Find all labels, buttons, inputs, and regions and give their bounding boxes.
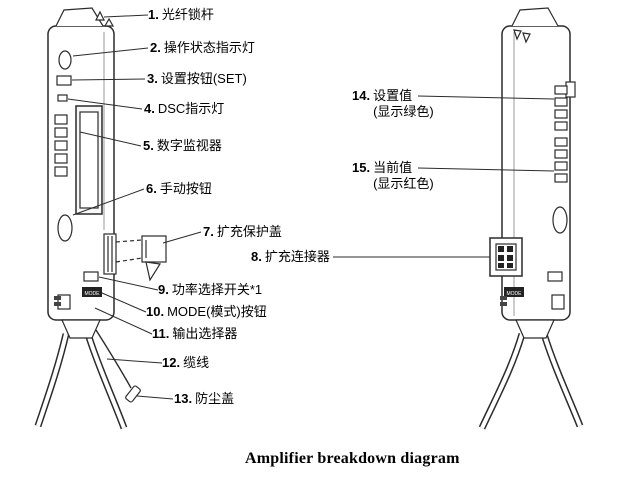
callout-15: 15.当前值 (显示红色) bbox=[352, 160, 434, 192]
left-amplifier-illustration: MODE bbox=[34, 7, 141, 430]
leader-line-2 bbox=[72, 47, 149, 57]
side-expansion-connector bbox=[103, 233, 117, 275]
mode-button bbox=[82, 287, 102, 297]
callout-8: 8.扩充连接器 bbox=[251, 249, 330, 265]
dsc-indicator bbox=[57, 94, 68, 102]
callout-number: 6. bbox=[146, 181, 157, 196]
digital-monitor-segments bbox=[54, 114, 68, 177]
callout-number: 12. bbox=[162, 355, 181, 370]
leader-line-15 bbox=[417, 167, 555, 172]
callout-text: 操作状态指示灯 bbox=[163, 40, 255, 55]
callout-text: 数字监视器 bbox=[156, 138, 222, 153]
diagram-caption: Amplifier breakdown diagram bbox=[245, 450, 460, 467]
left-cable-gland bbox=[61, 319, 101, 339]
setting-value-display bbox=[554, 85, 568, 131]
callout-text: 输出选择器 bbox=[172, 326, 238, 341]
callout-number: 15. bbox=[352, 160, 371, 175]
callout-number: 2. bbox=[150, 40, 161, 55]
callout-text: 设置按钮(SET) bbox=[160, 71, 247, 86]
leader-line-10 bbox=[101, 292, 147, 313]
callout-text: DSC指示灯 bbox=[157, 101, 225, 116]
callout-text: 防尘盖 bbox=[195, 391, 235, 406]
lock-lever-arrow-icon bbox=[513, 29, 522, 41]
callout-number: 13. bbox=[174, 391, 193, 406]
right-cables bbox=[478, 332, 584, 430]
callout-number: 9. bbox=[158, 282, 169, 297]
mode-button bbox=[504, 287, 524, 297]
leader-line-7 bbox=[162, 231, 202, 244]
callout-number: 1. bbox=[148, 7, 159, 22]
callout-number: 8. bbox=[251, 249, 262, 264]
callout-3: 3.设置按钮(SET) bbox=[147, 71, 247, 87]
left-cables bbox=[34, 332, 128, 430]
current-value-display bbox=[554, 137, 568, 183]
callout-text: 光纤锁杆 bbox=[161, 7, 214, 22]
callout-text: MODE(模式)按钮 bbox=[167, 304, 267, 319]
leader-line-5 bbox=[79, 131, 142, 147]
expansion-protective-cover bbox=[115, 235, 167, 282]
fiber-cable bbox=[95, 329, 132, 389]
leader-line-1 bbox=[103, 14, 149, 18]
lock-lever-arrow-icon bbox=[103, 17, 115, 27]
leader-line-6 bbox=[72, 188, 145, 216]
callout-text: 手动按钮 bbox=[159, 181, 212, 196]
leader-line-14 bbox=[417, 95, 555, 100]
callout-number: 10. bbox=[146, 304, 165, 319]
power-selection-switch bbox=[547, 271, 563, 282]
lock-lever-arrow-icon bbox=[522, 32, 531, 44]
callout-number: 14. bbox=[352, 88, 371, 103]
callout-6: 6.手动按钮 bbox=[146, 181, 212, 197]
dust-cover bbox=[125, 385, 141, 403]
callout-text: 当前值 (显示红色) bbox=[373, 160, 434, 191]
callout-text: 功率选择开关*1 bbox=[171, 282, 263, 297]
power-selection-switch bbox=[83, 271, 99, 282]
leader-line-13 bbox=[136, 395, 174, 400]
callout-number: 5. bbox=[143, 138, 154, 153]
callout-1: 1.光纤锁杆 bbox=[148, 7, 214, 23]
callout-text: 扩充保护盖 bbox=[216, 224, 282, 239]
right-cable-gland bbox=[515, 319, 555, 339]
callout-text: 扩充连接器 bbox=[264, 249, 330, 264]
callout-12: 12.缆线 bbox=[162, 355, 209, 371]
leader-line-3 bbox=[71, 78, 146, 81]
leader-line-9 bbox=[98, 276, 159, 291]
right-amplifier-illustration: MODE bbox=[478, 7, 584, 430]
callout-number: 7. bbox=[203, 224, 214, 239]
lock-lever-arrow-icon bbox=[95, 10, 105, 21]
leader-line-12 bbox=[106, 358, 163, 364]
callout-7: 7.扩充保护盖 bbox=[203, 224, 282, 240]
mode-marking: MODE bbox=[85, 291, 101, 297]
expansion-connector bbox=[489, 237, 523, 277]
callout-14: 14.设置值 (显示绿色) bbox=[352, 88, 434, 120]
fiber-lock-lever bbox=[55, 7, 104, 27]
leader-line-11 bbox=[94, 307, 153, 335]
callout-number: 4. bbox=[144, 101, 155, 116]
output-selector bbox=[551, 294, 565, 310]
manual-button bbox=[57, 214, 73, 242]
callout-text: 缆线 bbox=[183, 355, 210, 370]
mode-marking: MODE bbox=[507, 291, 523, 297]
fiber-lock-lever bbox=[511, 7, 559, 27]
set-button bbox=[56, 75, 72, 86]
callout-number: 3. bbox=[147, 71, 158, 86]
callout-2: 2.操作状态指示灯 bbox=[150, 40, 255, 56]
callout-11: 11.输出选择器 bbox=[152, 326, 237, 342]
callout-10: 10.MODE(模式)按钮 bbox=[146, 304, 267, 320]
callout-number: 11. bbox=[152, 326, 170, 341]
callout-4: 4.DSC指示灯 bbox=[144, 101, 224, 117]
callout-5: 5.数字监视器 bbox=[143, 138, 222, 154]
leader-line-4 bbox=[67, 98, 143, 110]
operation-status-indicator bbox=[58, 50, 72, 70]
callout-13: 13.防尘盖 bbox=[174, 391, 234, 407]
manual-button bbox=[552, 206, 568, 234]
callout-text: 设置值 (显示绿色) bbox=[373, 88, 434, 119]
callout-9: 9.功率选择开关*1 bbox=[158, 282, 262, 298]
